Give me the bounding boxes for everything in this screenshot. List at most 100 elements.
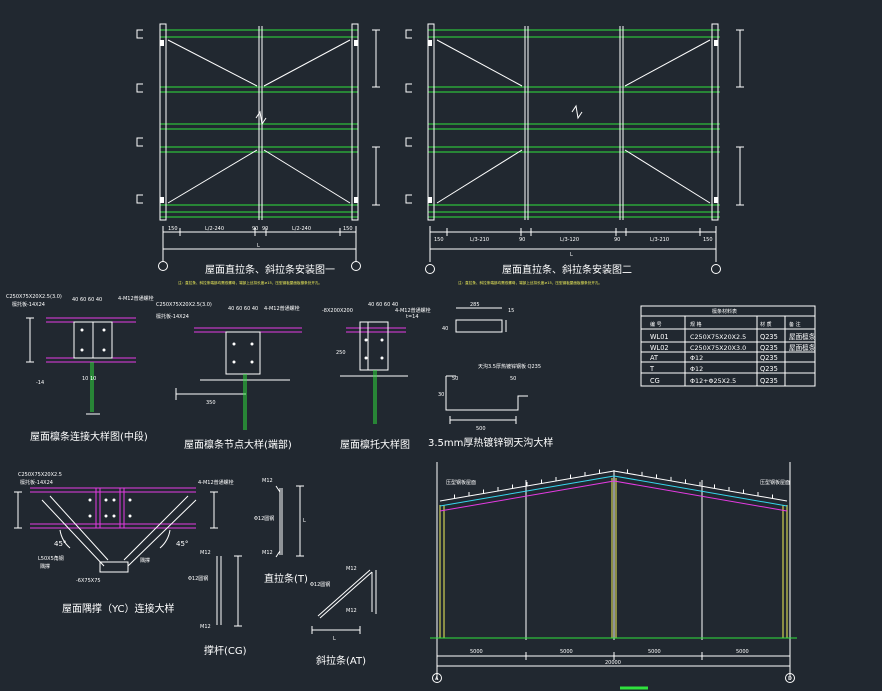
dim-1-seg-b: L/2-240 [292,226,311,232]
detail-title-purlin-joint: 屋面檩条连接大样图(中段) [30,430,148,443]
roof-note-left: 压型钢板屋面 [446,479,476,486]
node-350: 350 [206,400,216,406]
install-note-2: 注：直拉条、斜拉条端部均需双螺母，端部上丝扣长度≥15，压型钢板屋面板檩条处开孔… [458,280,602,285]
frame-elevation: 压型钢板屋面 压型钢板屋面 5000 5000 5000 5000 20000 … [430,462,797,690]
support-t14: t=14 [406,314,419,320]
table-cell: Q235 [760,377,778,385]
frame-total: 20000 [605,660,621,666]
gutter-500: 500 [476,426,486,432]
frames-1 [136,23,380,271]
table-cell: C250X75X20X3.0 [690,344,746,352]
gutter-285: 285 [470,302,480,308]
brace-bolts: 4-M12普通螺栓 [198,479,234,486]
detail-purlin-node: C250X75X20X2.5(3.0) 檩托板-14X24 40 60 60 4… [156,302,302,451]
node-plate: 檩托板-14X24 [156,313,189,320]
tie-m12-bottom: M12 [262,550,273,556]
table-header-cell: 材 质 [760,321,772,328]
support-bolts: 4-M12普通螺栓 [395,307,431,314]
axis-right: D [788,676,792,682]
table-cell: C250X75X20X2.5 [690,333,746,341]
gutter-40: 40 [442,326,448,332]
table-cell: T [649,365,655,373]
dim-1-mid-b: 90 [262,226,268,232]
detail-title-brace: 屋面隅撑（YC）连接大样 [62,602,175,615]
support-250: 250 [336,350,346,356]
table-header-cell: 编 号 [650,321,662,328]
dim-2-mid-a: 90 [519,237,525,243]
support-plate: -8X200X200 [322,308,353,314]
install-title-1: 屋面直拉条、斜拉条安装图一 [205,263,335,276]
gutter-15: 15 [508,308,514,314]
install-title-2: 屋面直拉条、斜拉条安装图二 [502,263,632,276]
detail-brace: C250X75X20X2.5 檩托板-14X24 L50X5角钢 隅撑 隅撑 4… [14,472,234,615]
gutter-30: 30 [438,392,444,398]
diag-m12-top: M12 [346,566,357,572]
table-cell: Φ12 [690,365,703,373]
detail-title-purlin-node: 屋面檩条节点大样(端部) [184,438,292,451]
brace-l50: L50X5角钢 [38,555,64,562]
dim-2-left: 150 [434,237,444,243]
table-cell: Φ12+Φ25X2.5 [690,377,736,385]
joint-c-section: C250X75X20X2.5(3.0) [6,294,62,300]
brace-45b: 45° [176,540,188,548]
table-cell: CG [650,377,660,385]
strut-m12-bottom: M12 [200,624,211,630]
detail-title-purlin-support: 屋面檩托大样图 [340,438,410,451]
dim-2-right: 150 [703,237,713,243]
brace-section: C250X75X20X2.5 [18,472,62,478]
brace-45a: 45° [54,540,66,548]
joint-t14: -14 [36,380,44,386]
gutter-note: 天沟3.5厚热镀锌钢板 Q235 [478,363,541,370]
install-note-1: 注：直拉条、斜拉条端部均需双螺母，端部上丝扣长度≥15，压型钢板屋面板檩条处开孔… [178,280,322,285]
detail-gutter: 285 15 40 天沟3.5厚热镀锌钢板 Q235 50 50 30 500 … [428,302,553,449]
bay-4: 5000 [736,649,749,655]
table-header-cell: 规 格 [690,321,702,328]
strut-rod: Φ12圆钢 [188,575,208,582]
detail-purlin-support: -8X200X200 40 60 60 40 4-M12普通螺栓 t=14 25… [322,302,431,451]
dim-1-mid-a: 90 [252,226,258,232]
dim-2-seg-a: L/3-210 [470,237,489,243]
table-title: 檩条材料表 [712,308,737,315]
node-dims-top: 40 60 60 40 [228,306,258,312]
install-drawing-2: 150 L/3-210 90 L/3-120 90 L/3-210 150 L … [405,23,744,285]
node-c-section: C250X75X20X2.5(3.0) [156,302,212,308]
strut-m12-top: M12 [200,550,211,556]
dim-2-total: L [570,252,573,258]
frames-2 [405,23,744,274]
detail-strut: M12 M12 Φ12圆钢 撑杆(CG) [188,550,247,657]
detail-tie-rod: M12 M12 Φ12圆钢 L 直拉条(T) [254,478,308,585]
tie-rod: Φ12圆钢 [254,515,274,522]
table-cell: WL02 [650,344,669,352]
table-cell: Q235 [760,365,778,373]
diag-rod: Φ12圆钢 [310,581,330,588]
table-cell: 屋面檩条 [789,332,816,341]
gutter-50b: 50 [510,376,516,382]
table-cell: Q235 [760,333,778,341]
detail-title-gutter: 3.5mm厚热镀锌钢天沟大样 [428,436,553,449]
table-cell: Q235 [760,344,778,352]
dim-2-mid-b: 90 [614,237,620,243]
bay-2: 5000 [560,649,573,655]
table-header-cell: 备 注 [789,321,801,328]
joint-plate: 檩托板-14X24 [12,301,45,308]
dim-1-right: 150 [343,226,353,232]
dim-1-left: 150 [168,226,178,232]
support-dims-top: 40 60 60 40 [368,302,398,308]
tie-len: L [303,518,306,524]
detail-title-diag-rod: 斜拉条(AT) [316,654,366,667]
joint-bolts: 4-M12普通螺栓 [118,295,154,302]
bay-1: 5000 [470,649,483,655]
dim-1-seg-a: L/2-240 [205,226,224,232]
gutter-50a: 50 [452,376,458,382]
table-cell: AT [650,354,659,362]
joint-dims-top: 40 60 60 40 [72,297,102,303]
detail-title-tie-rod: 直拉条(T) [264,572,308,585]
purlins-2 [428,29,720,218]
node-bolts: 4-M12普通螺栓 [264,305,300,312]
install-drawing-1: 150 L/2-240 90 90 L/2-240 150 L 屋面直拉条、斜拉… [136,23,380,285]
brace-note-right: 隅撑 [140,557,150,564]
diag-m12-bottom: M12 [346,608,357,614]
